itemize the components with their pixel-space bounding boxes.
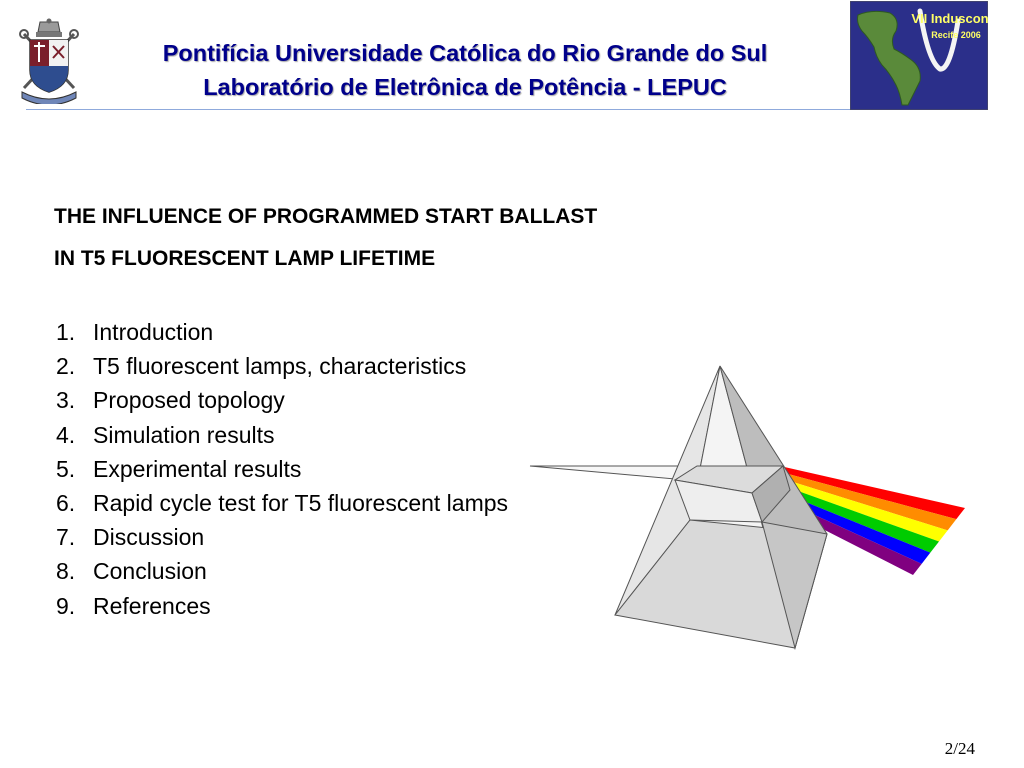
conference-location: Recife 2006 bbox=[931, 30, 981, 40]
outline-item-text: Simulation results bbox=[93, 421, 275, 448]
outline-item: 1. Introduction bbox=[56, 315, 508, 349]
outline-item-text: T5 fluorescent lamps, characteristics bbox=[93, 353, 467, 380]
outline-item-number: 5. bbox=[56, 455, 76, 482]
outline-item: 7. Discussion bbox=[56, 520, 508, 554]
institution-name: Pontifícia Universidade Católica do Rio … bbox=[162, 40, 768, 66]
outline-item: 5. Experimental results bbox=[56, 452, 508, 486]
outline-item-number: 1. bbox=[56, 319, 76, 345]
conference-name: VII Induscon bbox=[911, 11, 988, 26]
outline-item-text: References bbox=[93, 592, 211, 619]
outline-item-text: Proposed topology bbox=[93, 387, 285, 414]
university-crest-icon bbox=[19, 18, 79, 104]
outline-item-text: Discussion bbox=[93, 524, 205, 551]
outline-item-number: 9. bbox=[56, 592, 76, 619]
outline-item: 9. References bbox=[56, 589, 508, 623]
slide-title-line-1: THE INFLUENCE OF PROGRAMMED START BALLAS… bbox=[54, 205, 598, 228]
outline-item-text: Experimental results bbox=[93, 455, 302, 482]
spectrum-band bbox=[775, 466, 965, 520]
outline-item-number: 7. bbox=[56, 524, 76, 551]
slide-title-line-2: IN T5 FLUORESCENT LAMP LIFETIME bbox=[54, 247, 436, 270]
header-divider bbox=[26, 109, 988, 110]
outline-item: 2. T5 fluorescent lamps, characteristics bbox=[56, 349, 508, 383]
outline-item: 3. Proposed topology bbox=[56, 383, 508, 417]
spectrum-band bbox=[770, 470, 957, 531]
outline-item-number: 4. bbox=[56, 421, 76, 448]
page-number: 2/24 bbox=[944, 739, 975, 758]
outline-item: 8. Conclusion bbox=[56, 554, 508, 588]
slide-title: THE INFLUENCE OF PROGRAMMED START BALLAS… bbox=[54, 196, 814, 280]
spectrum-band bbox=[761, 479, 939, 553]
outline-item: 6. Rapid cycle test for T5 fluorescent la… bbox=[56, 486, 508, 520]
outline-item-text: Introduction bbox=[93, 319, 214, 345]
spectrum-band bbox=[766, 475, 948, 542]
outline-item-number: 3. bbox=[56, 387, 76, 414]
outline-item: 4. Simulation results bbox=[56, 418, 508, 452]
outline-item-text: Conclusion bbox=[93, 558, 207, 585]
conference-logo-icon: VII Induscon Recife 2006 bbox=[850, 1, 988, 110]
institution-header: Pontifícia Universidade Católica do Rio … bbox=[95, 36, 835, 104]
laboratory-name: Laboratório de Eletrônica de Potência - … bbox=[203, 74, 727, 100]
outline-item-number: 6. bbox=[56, 490, 76, 517]
outline-item-text: Rapid cycle test for T5 fluorescent lamp… bbox=[93, 490, 509, 517]
outline-list: 1. Introduction 2. T5 fluorescent lamps, c… bbox=[56, 315, 508, 623]
outline-item-number: 2. bbox=[56, 353, 76, 380]
prism-spectrum-icon bbox=[529, 365, 965, 650]
outline-item-number: 8. bbox=[56, 558, 76, 585]
